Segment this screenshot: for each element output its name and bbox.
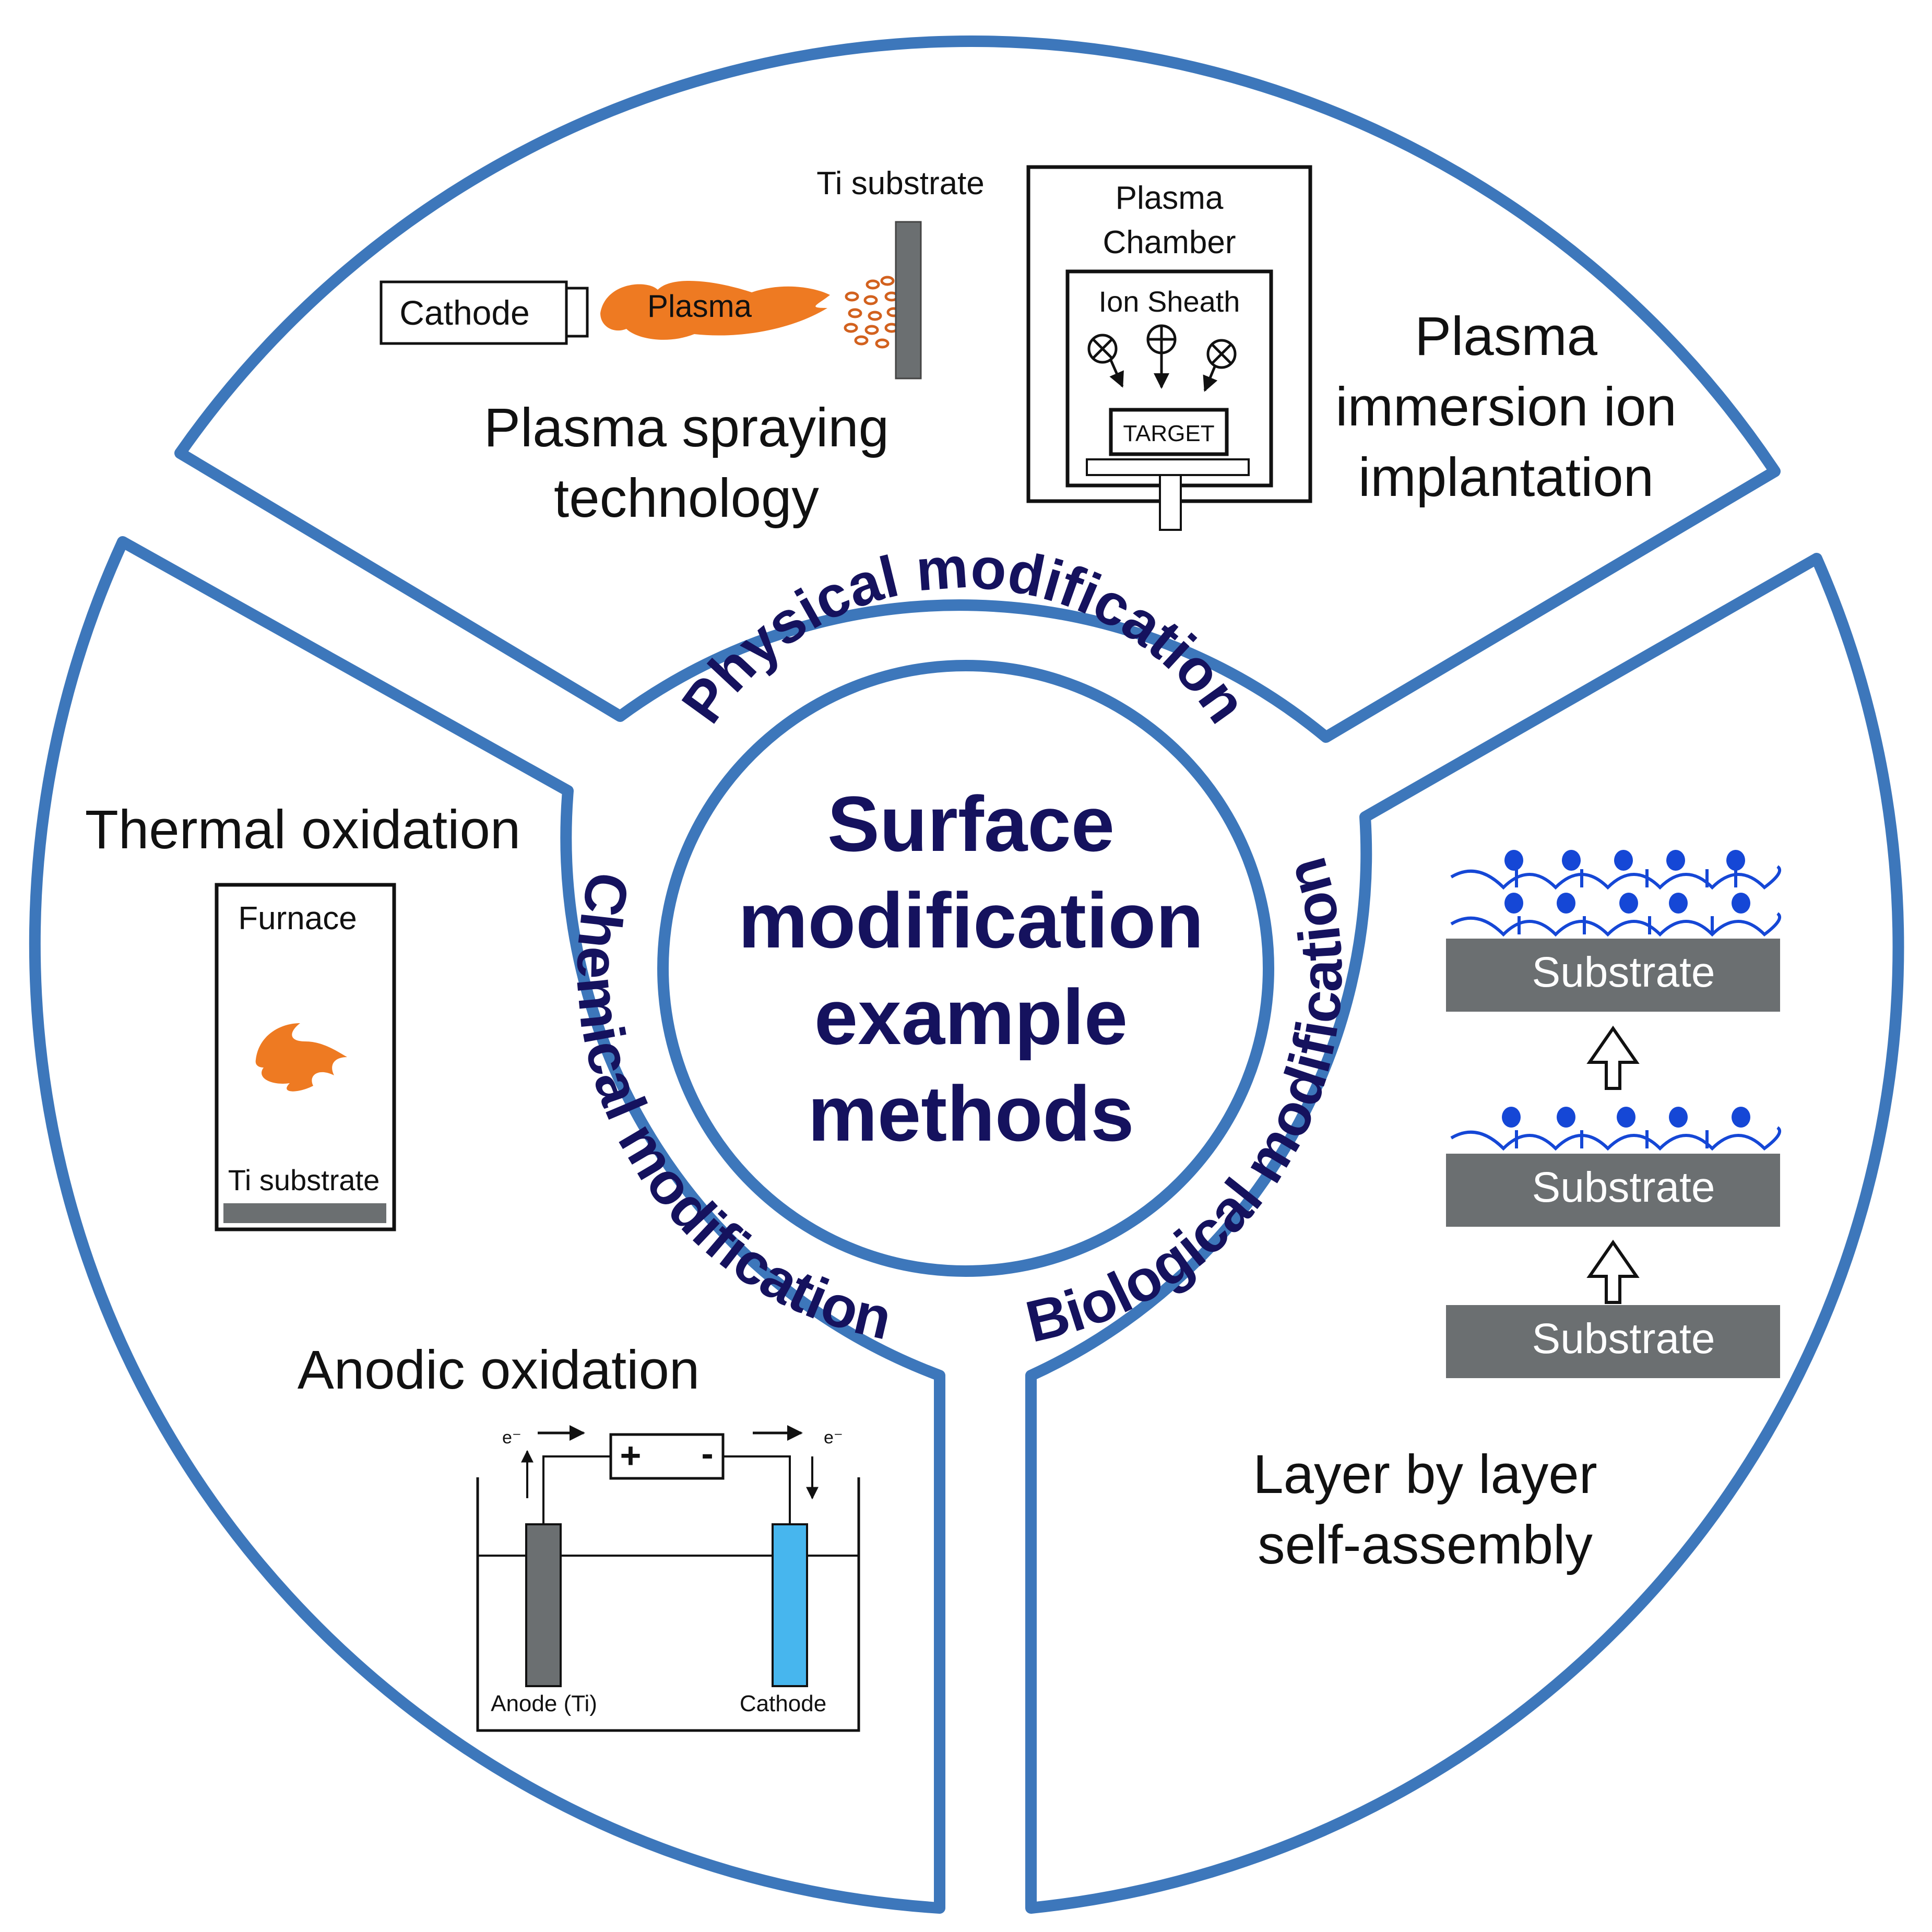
target-platform xyxy=(1086,458,1250,476)
center-title-line-4: methods xyxy=(808,1070,1134,1157)
lbl-caption-line-1: Layer by layer xyxy=(1253,1444,1597,1505)
plasma-flame xyxy=(600,281,830,340)
center-title-line-1: Surface xyxy=(827,780,1115,868)
substrate-bottom-label: Substrate xyxy=(1532,1315,1715,1362)
lbl-caption-line-2: self-assembly xyxy=(1258,1514,1593,1575)
center-circle xyxy=(657,660,1274,1277)
polymer-heads-top-outer xyxy=(1504,850,1745,871)
up-arrow-upper xyxy=(1586,1025,1640,1090)
substrate-top-label: Substrate xyxy=(1532,949,1715,996)
electrolysis-tank xyxy=(476,1477,860,1732)
wire-right xyxy=(723,1455,791,1524)
cathode-electrode-label: Cathode xyxy=(740,1691,826,1716)
power-supply xyxy=(609,1433,725,1480)
thermal-oxidation-caption: Thermal oxidation xyxy=(85,799,521,860)
wire-left xyxy=(542,1455,611,1524)
target-stem xyxy=(1159,474,1182,531)
anode-electrode xyxy=(525,1523,562,1687)
up-arrow-lower xyxy=(1586,1239,1640,1304)
center-title-line-2: modification xyxy=(738,876,1204,964)
electron-label-left: e⁻ xyxy=(502,1428,521,1448)
electron-label-right: e⁻ xyxy=(824,1428,843,1448)
ion-sheath-label: Ion Sheath xyxy=(1099,285,1240,318)
target-box xyxy=(1109,408,1229,456)
anodic-oxidation-illustration: Anodic oxidation + - e⁻ e⁻ Anode (Ti) Ca… xyxy=(298,1340,860,1732)
cathode-label: Cathode xyxy=(399,293,530,332)
plasma-spraying-caption-line-1: Plasma spraying xyxy=(484,397,889,458)
ti-substrate-plate xyxy=(895,221,922,380)
substrate-middle xyxy=(1446,1154,1780,1227)
substrate-top xyxy=(1446,939,1780,1012)
cathode-electrode xyxy=(772,1523,808,1687)
minus-sign: - xyxy=(701,1433,713,1474)
piii-caption-line-3: implantation xyxy=(1358,447,1654,508)
segment-outlines xyxy=(29,35,1904,1914)
piii-illustration: Plasma Chamber Ion Sheath TARGET Plasma … xyxy=(1026,165,1677,531)
physical-segment-outline xyxy=(174,35,1781,743)
cathode-nozzle xyxy=(565,287,589,338)
polymer-heads-top-inner xyxy=(1504,893,1750,914)
center-title-line-3: example xyxy=(814,973,1128,1061)
piii-caption-line-2: immersion ion xyxy=(1335,376,1677,437)
ti-substrate-label: Ti substrate xyxy=(816,165,985,202)
substrate-bottom xyxy=(1446,1305,1780,1378)
plasma-label: Plasma xyxy=(647,289,752,324)
biological-segment-outline xyxy=(1025,553,1904,1914)
piii-caption-line-1: Plasma xyxy=(1415,306,1598,367)
polymer-heads-middle xyxy=(1502,1107,1750,1128)
substrate-middle-label: Substrate xyxy=(1532,1164,1715,1211)
polymer-layer-top-inner xyxy=(1450,912,1782,937)
center-title: Surface modification example methods xyxy=(738,780,1204,1157)
polymer-layer-middle xyxy=(1450,1126,1782,1151)
spray-particles xyxy=(844,276,901,349)
plasma-spraying-illustration: Cathode Plasma Ti substrate Plasma spray… xyxy=(380,165,985,529)
furnace-substrate-plate xyxy=(223,1203,386,1223)
anode-label: Anode (Ti) xyxy=(491,1691,597,1716)
target-label: TARGET xyxy=(1123,421,1214,446)
flame-icon xyxy=(255,1023,347,1092)
polymer-layer-top-outer xyxy=(1450,865,1782,890)
thermal-oxidation-illustration: Thermal oxidation Furnace Ti substrate xyxy=(85,799,521,1231)
furnace-label: Furnace xyxy=(238,900,357,937)
layer-by-layer-illustration: Substrate Substrate Substrate Layer by l… xyxy=(1253,850,1782,1575)
plasma-chamber-label-line-2: Chamber xyxy=(1103,224,1236,260)
ion-symbols xyxy=(1087,324,1237,392)
chemical-segment-outline xyxy=(29,536,945,1914)
physical-modification-label: Physical modification xyxy=(669,535,1260,734)
anodic-oxidation-caption: Anodic oxidation xyxy=(298,1340,700,1401)
plus-sign: + xyxy=(620,1435,642,1476)
plasma-spraying-caption-line-2: technology xyxy=(554,468,819,529)
furnace-substrate-label: Ti substrate xyxy=(228,1164,380,1196)
plasma-chamber-label-line-1: Plasma xyxy=(1116,180,1224,216)
